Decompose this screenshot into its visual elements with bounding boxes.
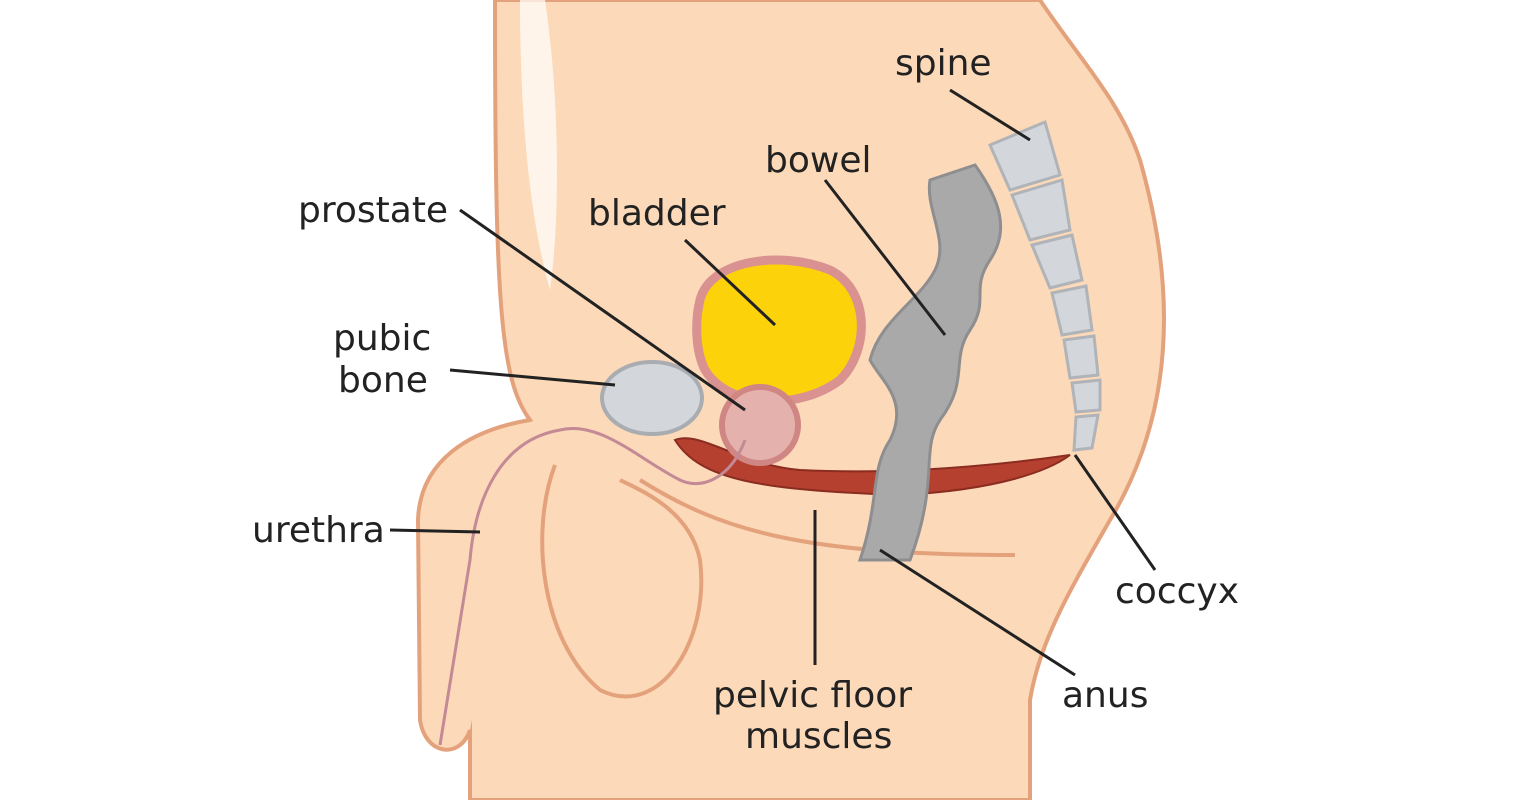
label-urethra: urethra <box>252 510 385 551</box>
highlight <box>520 0 557 290</box>
label-prostate: prostate <box>298 190 448 231</box>
thigh-line <box>638 478 1016 557</box>
penis-shape <box>415 418 531 752</box>
label-pubic: pubic <box>333 318 431 359</box>
bowel-shape <box>857 163 1003 562</box>
label-coccyx: coccyx <box>1115 571 1239 612</box>
label-bladder: bladder <box>588 193 726 234</box>
label-anus: anus <box>1062 675 1148 716</box>
label-bone: bone <box>338 360 428 401</box>
pubic-bone-shape <box>600 360 704 436</box>
scrotum-outline <box>540 464 704 699</box>
spine-vertebrae <box>988 119 1102 452</box>
label-muscles: muscles <box>745 716 892 757</box>
leader-lines <box>389 88 1157 677</box>
label-spine: spine <box>895 43 992 84</box>
label-bowel: bowel <box>765 140 871 181</box>
label-pelvic-floor: pelvic floor <box>713 675 912 716</box>
bladder-shape <box>692 255 866 406</box>
pelvic-floor-muscle <box>673 437 1071 497</box>
prostate-shape <box>719 384 801 466</box>
urethra-shape <box>438 427 747 746</box>
